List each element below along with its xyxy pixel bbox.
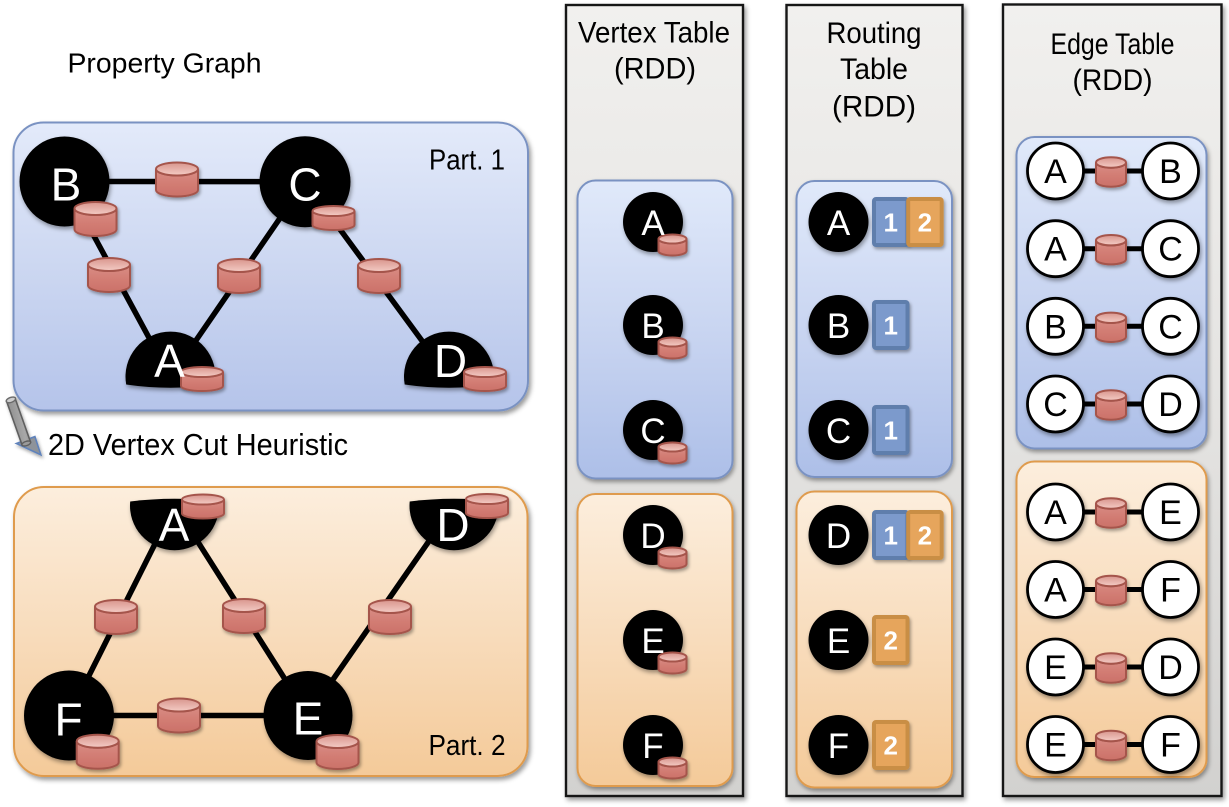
svg-text:A: A (1044, 572, 1067, 610)
svg-text:B: B (641, 307, 664, 346)
svg-text:B: B (51, 159, 82, 211)
svg-text:A: A (159, 499, 190, 551)
svg-text:2: 2 (883, 626, 897, 656)
svg-text:A: A (1044, 494, 1067, 532)
svg-text:1: 1 (883, 416, 897, 446)
svg-text:2: 2 (918, 208, 932, 238)
svg-text:C: C (826, 412, 851, 451)
svg-text:(RDD): (RDD) (1073, 64, 1153, 97)
svg-text:D: D (434, 335, 467, 387)
svg-text:A: A (1044, 231, 1067, 269)
svg-text:A: A (154, 335, 185, 387)
svg-text:C: C (1043, 386, 1068, 424)
svg-text:C: C (640, 412, 665, 451)
svg-text:F: F (1160, 727, 1181, 765)
svg-text:B: B (1044, 308, 1067, 346)
svg-text:C: C (1158, 231, 1183, 269)
svg-text:D: D (1158, 386, 1183, 424)
svg-text:C: C (1158, 308, 1183, 346)
svg-text:Edge Table: Edge Table (1051, 28, 1175, 61)
svg-text:1: 1 (883, 521, 897, 551)
svg-text:Property Graph: Property Graph (68, 47, 262, 78)
svg-text:E: E (1159, 494, 1182, 532)
svg-text:(RDD): (RDD) (832, 91, 916, 124)
svg-text:C: C (288, 159, 321, 211)
svg-text:Routing: Routing (827, 17, 922, 50)
svg-text:A: A (827, 204, 851, 243)
svg-text:F: F (642, 727, 663, 766)
svg-text:E: E (641, 622, 664, 661)
svg-text:A: A (641, 204, 665, 243)
svg-text:2: 2 (883, 731, 897, 761)
svg-text:A: A (1044, 153, 1067, 191)
svg-text:F: F (828, 727, 849, 766)
svg-text:Part. 2: Part. 2 (429, 730, 506, 762)
svg-text:E: E (1044, 649, 1067, 687)
svg-text:2: 2 (918, 521, 932, 551)
svg-text:E: E (827, 622, 850, 661)
svg-text:1: 1 (883, 208, 897, 238)
svg-text:2D Vertex Cut Heuristic: 2D Vertex Cut Heuristic (48, 427, 348, 462)
svg-text:E: E (1044, 727, 1067, 765)
svg-text:D: D (436, 499, 469, 551)
svg-text:E: E (293, 693, 324, 745)
svg-text:Part. 1: Part. 1 (429, 145, 505, 177)
svg-text:B: B (827, 307, 850, 346)
svg-text:(RDD): (RDD) (614, 53, 696, 86)
svg-text:D: D (826, 517, 851, 556)
svg-text:D: D (1158, 649, 1183, 687)
svg-text:Table: Table (840, 53, 908, 86)
svg-text:1: 1 (883, 311, 897, 341)
svg-text:B: B (1159, 153, 1182, 191)
svg-text:F: F (1160, 572, 1181, 610)
svg-text:Vertex Table: Vertex Table (578, 17, 730, 50)
svg-text:D: D (640, 517, 665, 556)
svg-text:F: F (54, 694, 82, 746)
